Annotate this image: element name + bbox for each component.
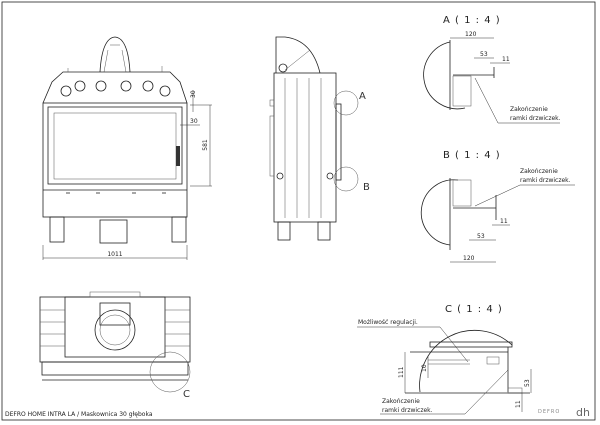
detail-b-dim-11: 11 [500, 218, 508, 225]
detail-c-adjust-note: Możliwość regulacji. [358, 319, 418, 326]
width-dimension: 1011 [107, 251, 122, 258]
side-view: A B [269, 36, 370, 241]
detail-c-dim-111: 111 [398, 366, 405, 378]
detail-b-marker: B [363, 182, 370, 193]
detail-c-title: C ( 1 : 4 ) [445, 304, 503, 315]
detail-c-note-line1: Zakończenie [382, 398, 420, 405]
front-view: 1011 581 30 30 [42, 36, 212, 260]
height-dimension: 581 [202, 139, 209, 151]
top-view: C [39, 291, 191, 400]
detail-b-title: B ( 1 : 4 ) [443, 150, 501, 161]
detail-b-note-line2: ramki drzwiczek. [520, 177, 571, 184]
detail-c-dim-53: 53 [524, 379, 531, 387]
detail-c-note-line2: ramki drzwiczek. [382, 407, 433, 414]
svg-text:DEFRO: DEFRO [538, 409, 560, 415]
detail-a-dim-53: 53 [480, 51, 488, 58]
detail-b-dim-120: 120 [463, 255, 475, 262]
detail-a-note-line1: Zakończenie [510, 106, 548, 113]
side-offset-dimension: 30 [190, 118, 198, 125]
detail-a-title: A ( 1 : 4 ) [443, 15, 501, 26]
drawing-caption: DEFRO HOME INTRA LA / Maskownica 30 głęb… [5, 411, 153, 418]
detail-b: B ( 1 : 4 ) 53 11 120 Zakończenie ramki … [420, 150, 575, 263]
detail-a-marker: A [359, 91, 366, 102]
detail-c-marker: C [183, 389, 190, 400]
detail-a-note-line2: ramki drzwiczek. [510, 115, 561, 122]
detail-a: A ( 1 : 4 ) 120 53 11 Zakończenie ramki … [423, 15, 561, 124]
detail-a-dim-120: 120 [465, 31, 477, 38]
detail-c-dim-11: 11 [515, 400, 522, 408]
detail-c: C ( 1 : 4 ) Możliwość regulacji. 111 10 … [357, 304, 532, 415]
svg-text:dh: dh [576, 406, 590, 419]
detail-a-dim-11: 11 [502, 56, 510, 63]
detail-b-dim-53: 53 [477, 233, 485, 240]
top-offset-dimension: 30 [190, 90, 197, 98]
detail-c-dim-10: 10 [421, 364, 428, 372]
detail-b-note-line1: Zakończenie [520, 168, 558, 175]
defro-home-logo: DEFRO dh [538, 406, 590, 419]
